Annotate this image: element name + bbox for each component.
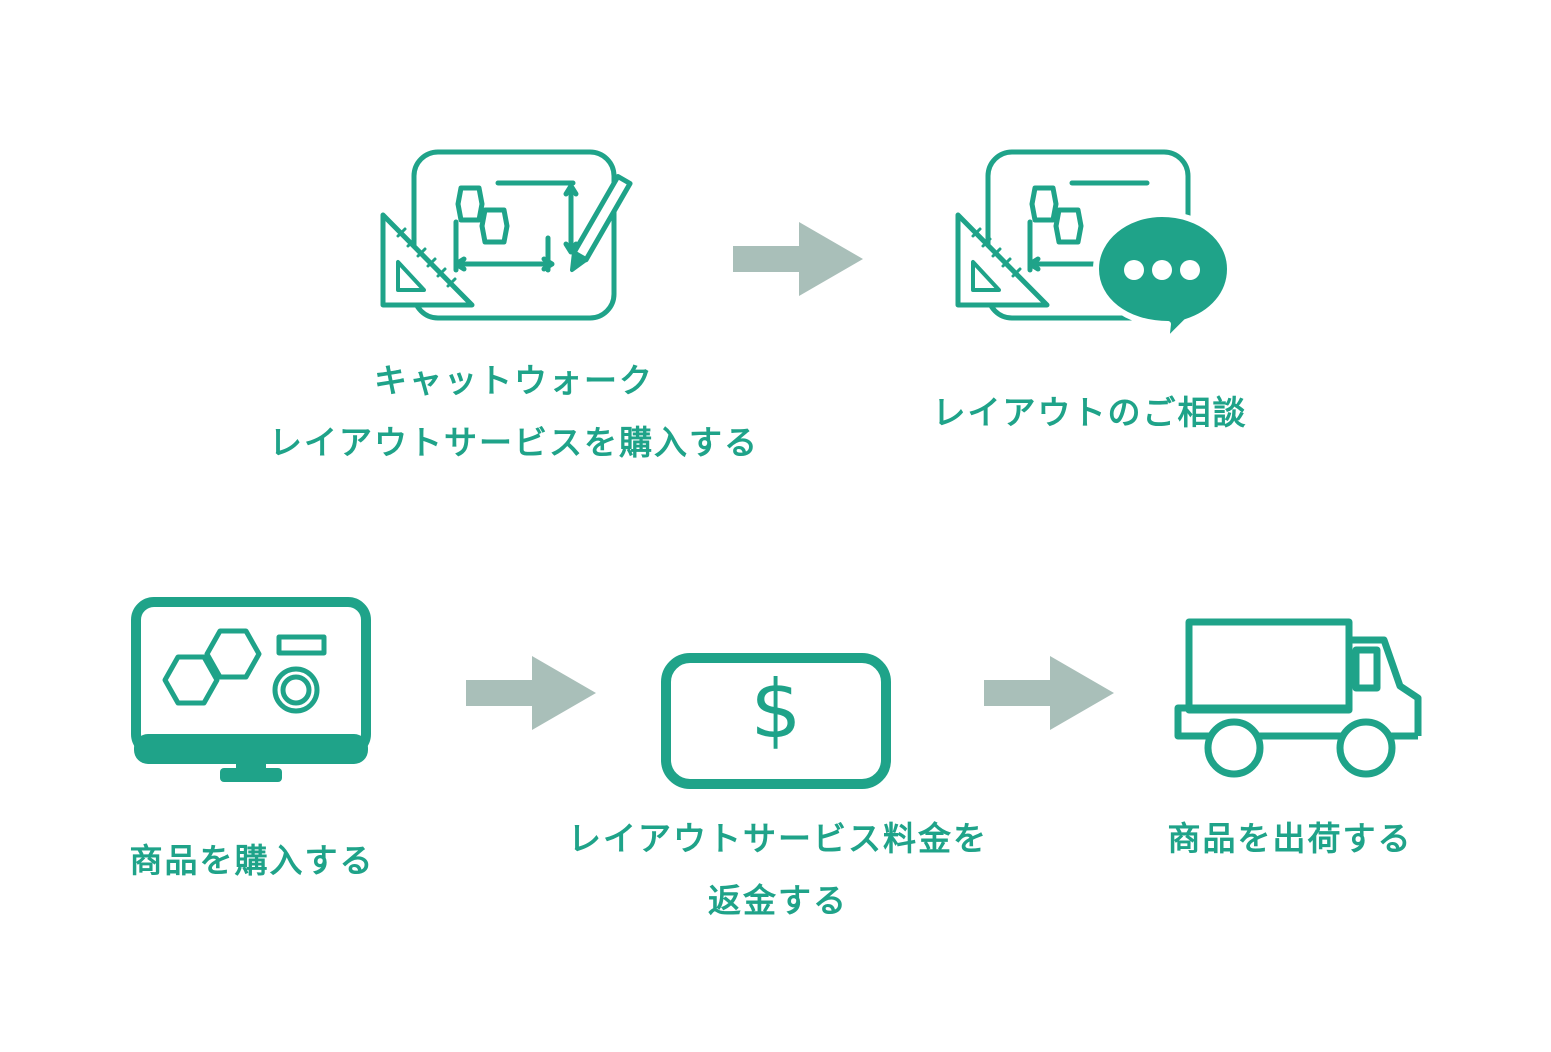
refund-label-line2: 返金する bbox=[708, 881, 848, 920]
purchase-service-label: キャットウォーク bbox=[374, 361, 654, 400]
dollar-bill-icon: $ bbox=[660, 652, 892, 790]
purchase-service-label-line2: レイアウトサービスを購入する bbox=[269, 423, 759, 462]
arrow-right-icon bbox=[984, 656, 1114, 730]
dollar-symbol: $ bbox=[750, 663, 802, 756]
arrow-right-icon bbox=[733, 222, 863, 296]
delivery-truck-icon bbox=[1174, 618, 1422, 778]
ship-label: 商品を出荷する bbox=[1167, 819, 1413, 858]
consultation-label: レイアウトのご相談 bbox=[932, 393, 1248, 432]
layout-consultation-icon bbox=[955, 149, 1233, 345]
purchase-product-label: 商品を購入する bbox=[129, 841, 375, 880]
arrow-right-icon bbox=[466, 656, 596, 730]
refund-label: レイアウトサービス料金を bbox=[568, 819, 988, 858]
monitor-icon bbox=[131, 597, 371, 782]
layout-drawing-icon bbox=[380, 149, 633, 321]
